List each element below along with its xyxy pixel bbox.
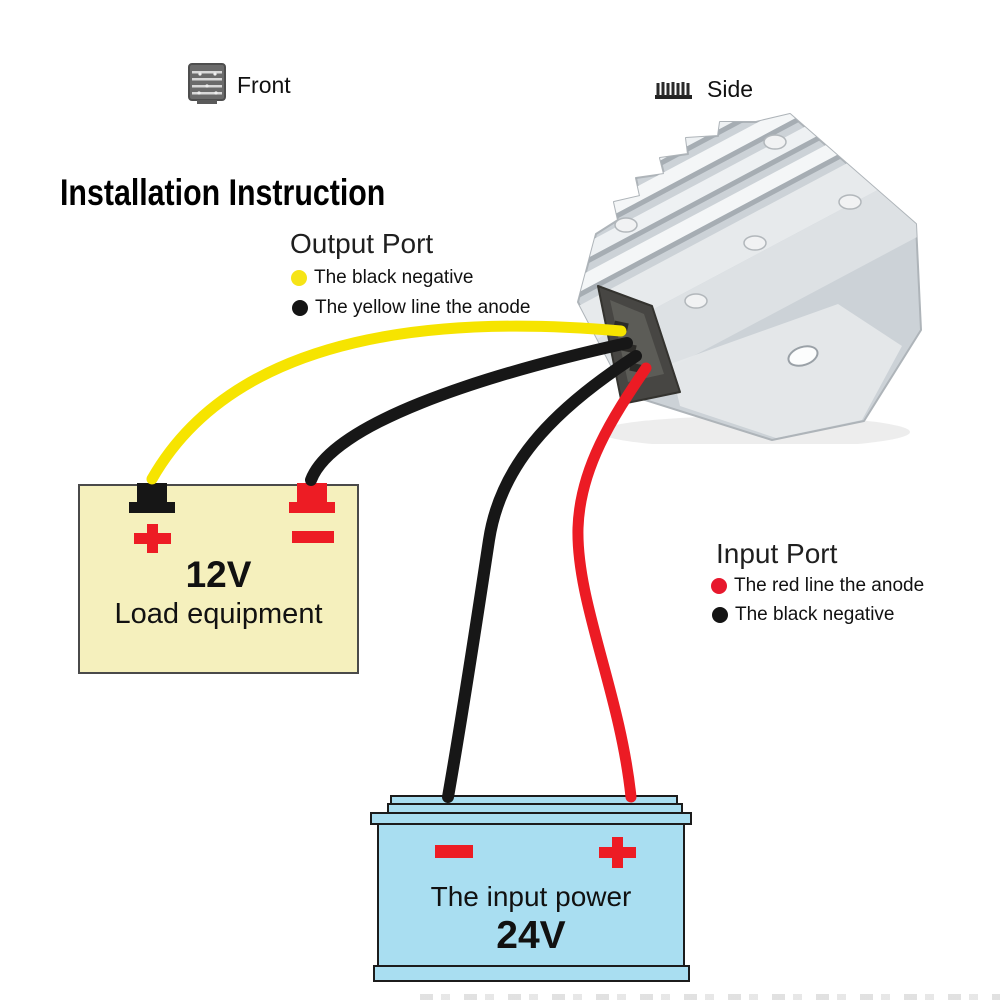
output-port-heading: Output Port [290, 228, 434, 259]
converter-device [577, 113, 922, 444]
battery-minus-symbol [435, 845, 473, 858]
red-dot-icon [711, 578, 727, 594]
legend-label: The black negative [735, 604, 895, 625]
load-label: Load equipment [114, 598, 323, 630]
side-view-icon [655, 82, 692, 99]
battery-label: The input power [430, 881, 632, 912]
battery-plus-symbol [599, 837, 636, 868]
black-dot-icon [292, 300, 308, 316]
load-plus-symbol [134, 524, 171, 553]
legend-label: The black negative [314, 267, 474, 288]
battery-base [373, 965, 690, 982]
legend-label: The yellow line the anode [315, 297, 531, 318]
battery-voltage: 24V [496, 914, 566, 957]
input-port-heading: Input Port [716, 538, 838, 569]
output-anode-yellow-wire [146, 320, 627, 485]
input-legend-row-2: The black negative [712, 604, 895, 626]
load-minus-symbol [292, 531, 334, 543]
front-view-label: Front [237, 72, 291, 98]
load-voltage: 12V [185, 554, 252, 595]
front-view-icon [188, 63, 226, 104]
black-dot-icon [712, 607, 728, 623]
output-legend-row-2: The yellow line the anode [292, 297, 530, 319]
output-legend-row-1: The black negative [291, 267, 474, 289]
input-legend-row-1: The red line the anode [711, 575, 924, 597]
load-equipment-box: 12V Load equipment [78, 484, 359, 674]
side-view-label: Side [707, 76, 754, 102]
device-screws [614, 134, 862, 309]
legend-label: The red line the anode [734, 575, 925, 596]
cropped-text-strip [420, 994, 1000, 1000]
page-title: Installation Instruction [60, 172, 386, 213]
yellow-dot-icon [291, 270, 307, 286]
